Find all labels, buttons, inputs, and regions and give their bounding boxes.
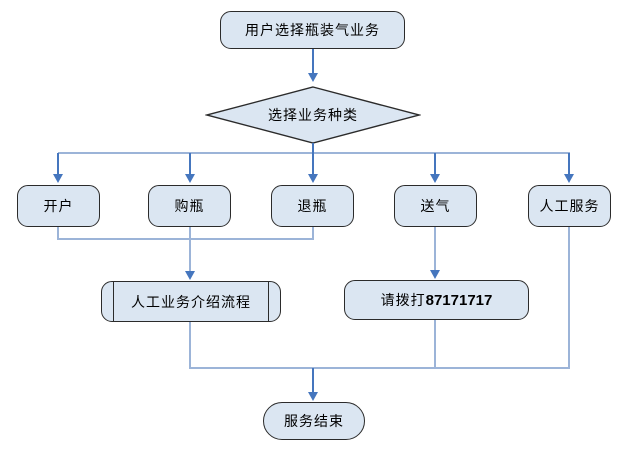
connector-line — [312, 49, 314, 74]
arrow-down-icon — [185, 271, 195, 280]
node-manual-service: 人工服务 — [528, 185, 611, 227]
connector-line — [434, 227, 436, 271]
arrow-down-icon — [430, 270, 440, 279]
node-manual-intro-label: 人工业务介绍流程 — [131, 295, 251, 311]
predefined-process-bar — [267, 282, 269, 321]
node-gas-delivery: 送气 — [394, 185, 477, 227]
connector-line — [189, 227, 191, 272]
arrow-down-icon — [53, 174, 63, 183]
connector-line — [568, 153, 570, 175]
call-prefix-label: 请拨打 — [380, 294, 426, 309]
node-end: 服务结束 — [263, 402, 365, 440]
connector-line — [312, 143, 314, 175]
phone-number: 87171717 — [425, 291, 493, 309]
connector-line — [568, 227, 570, 369]
connector-line — [434, 153, 436, 175]
arrow-down-icon — [308, 73, 318, 82]
node-decision: 选择业务种类 — [268, 109, 358, 124]
connector-line — [434, 320, 436, 368]
arrow-down-icon — [430, 174, 440, 183]
predefined-process-bar — [113, 282, 115, 321]
connector-line — [58, 152, 570, 154]
arrow-down-icon — [308, 174, 318, 183]
connector-line — [189, 153, 191, 175]
arrow-down-icon — [185, 174, 195, 183]
arrow-down-icon — [564, 174, 574, 183]
connector-line — [312, 368, 314, 393]
node-return-bottle: 退瓶 — [271, 185, 354, 227]
node-buy-bottle: 购瓶 — [148, 185, 231, 227]
connector-line — [189, 322, 191, 368]
connector-line — [189, 367, 570, 369]
node-start: 用户选择瓶装气业务 — [220, 11, 405, 49]
node-open-account: 开户 — [17, 185, 100, 227]
connector-line — [57, 153, 59, 175]
connector-line — [312, 227, 314, 240]
connector-line — [57, 227, 59, 240]
arrow-down-icon — [308, 392, 318, 401]
node-manual-intro: 人工业务介绍流程 — [101, 281, 281, 322]
connector-line — [57, 238, 314, 240]
